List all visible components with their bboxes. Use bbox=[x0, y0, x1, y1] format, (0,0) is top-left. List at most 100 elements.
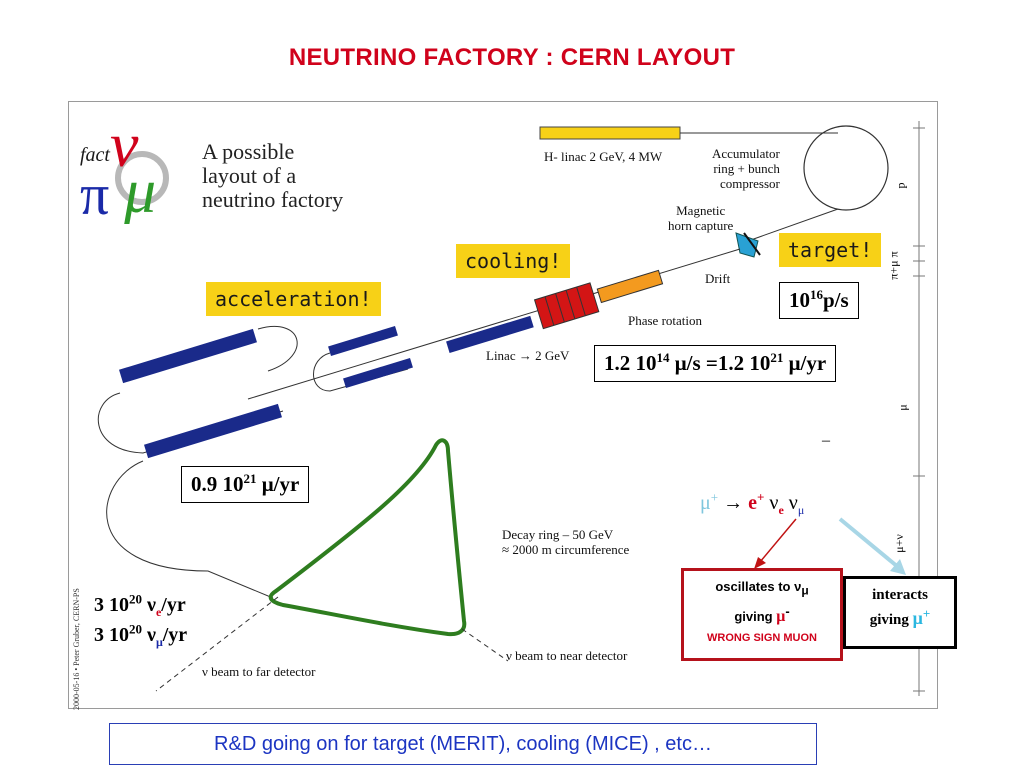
oscillates-mu: μ bbox=[776, 608, 786, 625]
magnetic-horn bbox=[735, 232, 759, 258]
logo-heading: A possible layout of a neutrino factory bbox=[202, 140, 343, 212]
nu-mu-symbol: ν bbox=[142, 624, 156, 646]
nu-e-symbol: ν bbox=[142, 594, 156, 616]
phase-rotation-section bbox=[596, 269, 664, 304]
svg-text:π: π bbox=[80, 162, 109, 224]
h-minus-linac bbox=[539, 126, 681, 140]
arrow-to-oscillates bbox=[759, 518, 797, 563]
far-detector-beam bbox=[155, 596, 279, 692]
horn-label-line: horn capture bbox=[668, 218, 734, 233]
oscillates-giving: giving bbox=[734, 609, 777, 624]
decay-ring-label-line: ≈ 2000 m circumference bbox=[502, 542, 630, 557]
nu-e-exp: 20 bbox=[129, 591, 142, 607]
axis-mark-mu-nu: μ+ν bbox=[891, 534, 906, 553]
interacts-line2: giving μ+ bbox=[846, 606, 954, 629]
wrong-sign-muon: WRONG SIGN MUON bbox=[707, 632, 817, 644]
logo-heading-line: neutrino factory bbox=[202, 187, 344, 212]
h-minus-linac-label: H- linac 2 GeV, 4 MW bbox=[544, 149, 663, 164]
linac2-label: Linac → 2 GeV bbox=[486, 348, 570, 363]
cooling-tag: cooling! bbox=[456, 244, 571, 278]
decay-nu-e: ν bbox=[764, 492, 779, 514]
proton-rate-box: 1016p/s bbox=[779, 282, 859, 319]
drift-label: Drift bbox=[705, 271, 731, 286]
page-title: NEUTRINO FACTORY : CERN LAYOUT bbox=[288, 44, 736, 71]
decay-ring-label-line: Decay ring – 50 GeV bbox=[502, 527, 614, 542]
large-recirculator-right bbox=[257, 326, 298, 372]
oscillates-line2: giving μ- bbox=[684, 605, 840, 626]
target-tag: target! bbox=[779, 233, 882, 267]
arrow-head-oscillates bbox=[754, 557, 766, 569]
decay-arrow: → bbox=[718, 492, 749, 514]
interacts-giving: giving bbox=[869, 612, 913, 628]
proton-rate-exp: 16 bbox=[810, 287, 823, 302]
bar-mark: – bbox=[822, 432, 830, 449]
accumulator-label-line: ring + bunch bbox=[713, 161, 780, 176]
near-beam-label: ν beam to near detector bbox=[506, 648, 628, 663]
muon-rate-a-unit: μ/s =1.2 10 bbox=[669, 351, 771, 375]
accel-rate-exp: 21 bbox=[243, 471, 257, 486]
footer-note: R&D going on for target (MERIT), cooling… bbox=[109, 723, 817, 765]
nu-mu-unit: /yr bbox=[162, 624, 188, 646]
phase-rotation-label: Phase rotation bbox=[628, 313, 703, 328]
horn-label: Magnetic horn capture bbox=[668, 203, 733, 233]
near-detector-beam bbox=[461, 628, 509, 662]
acceleration-tag: acceleration! bbox=[206, 282, 381, 316]
large-linac-top bbox=[119, 328, 257, 384]
oscillates-sub: μ bbox=[801, 583, 809, 598]
nu-e-unit: /yr bbox=[161, 594, 186, 616]
factory-logo: ν π μ fact bbox=[80, 109, 190, 227]
logo-icon: ν π μ bbox=[80, 109, 169, 227]
proton-rate-unit: p/s bbox=[823, 288, 849, 312]
nu-e-rate: 3 1020 νe/yr bbox=[94, 591, 186, 619]
cooling-section bbox=[533, 282, 600, 330]
logo-heading-line: A possible bbox=[202, 139, 295, 164]
nu-mu-rate: 3 1020 νμ/yr bbox=[94, 621, 188, 648]
decay-formula: μ+ → e+ νe νμ bbox=[700, 489, 805, 517]
far-beam-label: ν beam to far detector bbox=[202, 664, 316, 679]
axis-mark-p: p bbox=[893, 182, 908, 189]
horn-label-line: Magnetic bbox=[676, 203, 726, 218]
right-axis-ticks bbox=[913, 127, 925, 692]
axis-mark-pi-mu: π+μ π bbox=[886, 251, 901, 280]
accel-rate-box: 0.9 1021 μ/yr bbox=[181, 466, 310, 503]
nu-mu-base: 3 10 bbox=[94, 624, 129, 646]
target-rod bbox=[743, 232, 761, 256]
credit-text: 2000-05-16 • Peter Gruber, CERN-PS bbox=[72, 588, 81, 710]
linac-2gev bbox=[446, 315, 534, 354]
oscillates-sup: - bbox=[785, 603, 790, 619]
accel-rate-unit: μ/yr bbox=[256, 472, 300, 496]
large-recirculator-left bbox=[97, 392, 284, 454]
svg-text:ν: ν bbox=[110, 116, 139, 180]
nu-mu-exp: 20 bbox=[129, 621, 142, 637]
logo-text: fact bbox=[80, 144, 110, 166]
decay-mu: μ bbox=[700, 492, 711, 514]
muon-rate-box: 1.2 1014 μ/s =1.2 1021 μ/yr bbox=[594, 345, 837, 382]
small-linac-bottom bbox=[343, 357, 413, 389]
oscillates-text: oscillates to ν bbox=[715, 579, 802, 594]
muon-rate-b-exp: 21 bbox=[770, 350, 784, 365]
interacts-sup: + bbox=[922, 606, 931, 621]
small-linac-top bbox=[328, 325, 398, 357]
decay-e: e bbox=[748, 492, 757, 514]
nu-e-sub: e bbox=[155, 605, 162, 619]
accumulator-ring bbox=[803, 125, 889, 211]
muon-rate-a: 1.2 10 bbox=[604, 351, 657, 375]
oscillates-box: oscillates to νμ giving μ- WRONG SIGN MU… bbox=[681, 568, 843, 661]
proton-line bbox=[747, 208, 839, 242]
decay-mu-sign: + bbox=[710, 489, 719, 505]
logo-heading-line: layout of a bbox=[202, 163, 297, 188]
interacts-mu: μ bbox=[912, 608, 923, 628]
interacts-line1: interacts bbox=[872, 587, 928, 603]
decay-nu-mu-sub: μ bbox=[797, 503, 805, 517]
large-linac-bottom bbox=[144, 403, 282, 459]
svg-text:μ: μ bbox=[123, 155, 156, 224]
nu-e-base: 3 10 bbox=[94, 594, 129, 616]
decay-ring bbox=[268, 438, 467, 637]
decay-nu-mu: ν bbox=[783, 492, 798, 514]
accel-rate-base: 0.9 10 bbox=[191, 472, 244, 496]
muon-rate-a-exp: 14 bbox=[656, 350, 670, 365]
interacts-box: interacts giving μ+ bbox=[843, 576, 957, 649]
proton-rate-base: 10 bbox=[789, 288, 810, 312]
transfer-to-decay-ring bbox=[106, 460, 274, 599]
arrow-to-interacts bbox=[838, 517, 900, 569]
